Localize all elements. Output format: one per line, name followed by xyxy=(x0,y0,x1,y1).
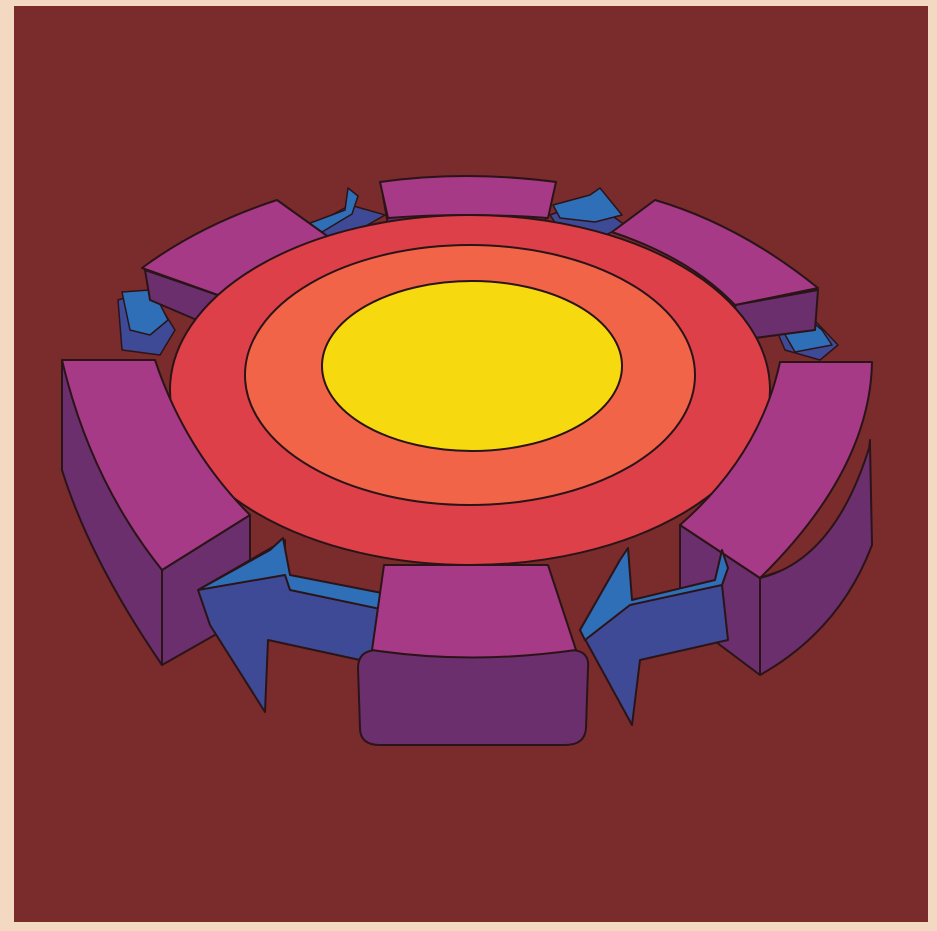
disc xyxy=(170,215,770,565)
center-circle xyxy=(322,281,622,451)
segment-front-center xyxy=(358,565,588,745)
